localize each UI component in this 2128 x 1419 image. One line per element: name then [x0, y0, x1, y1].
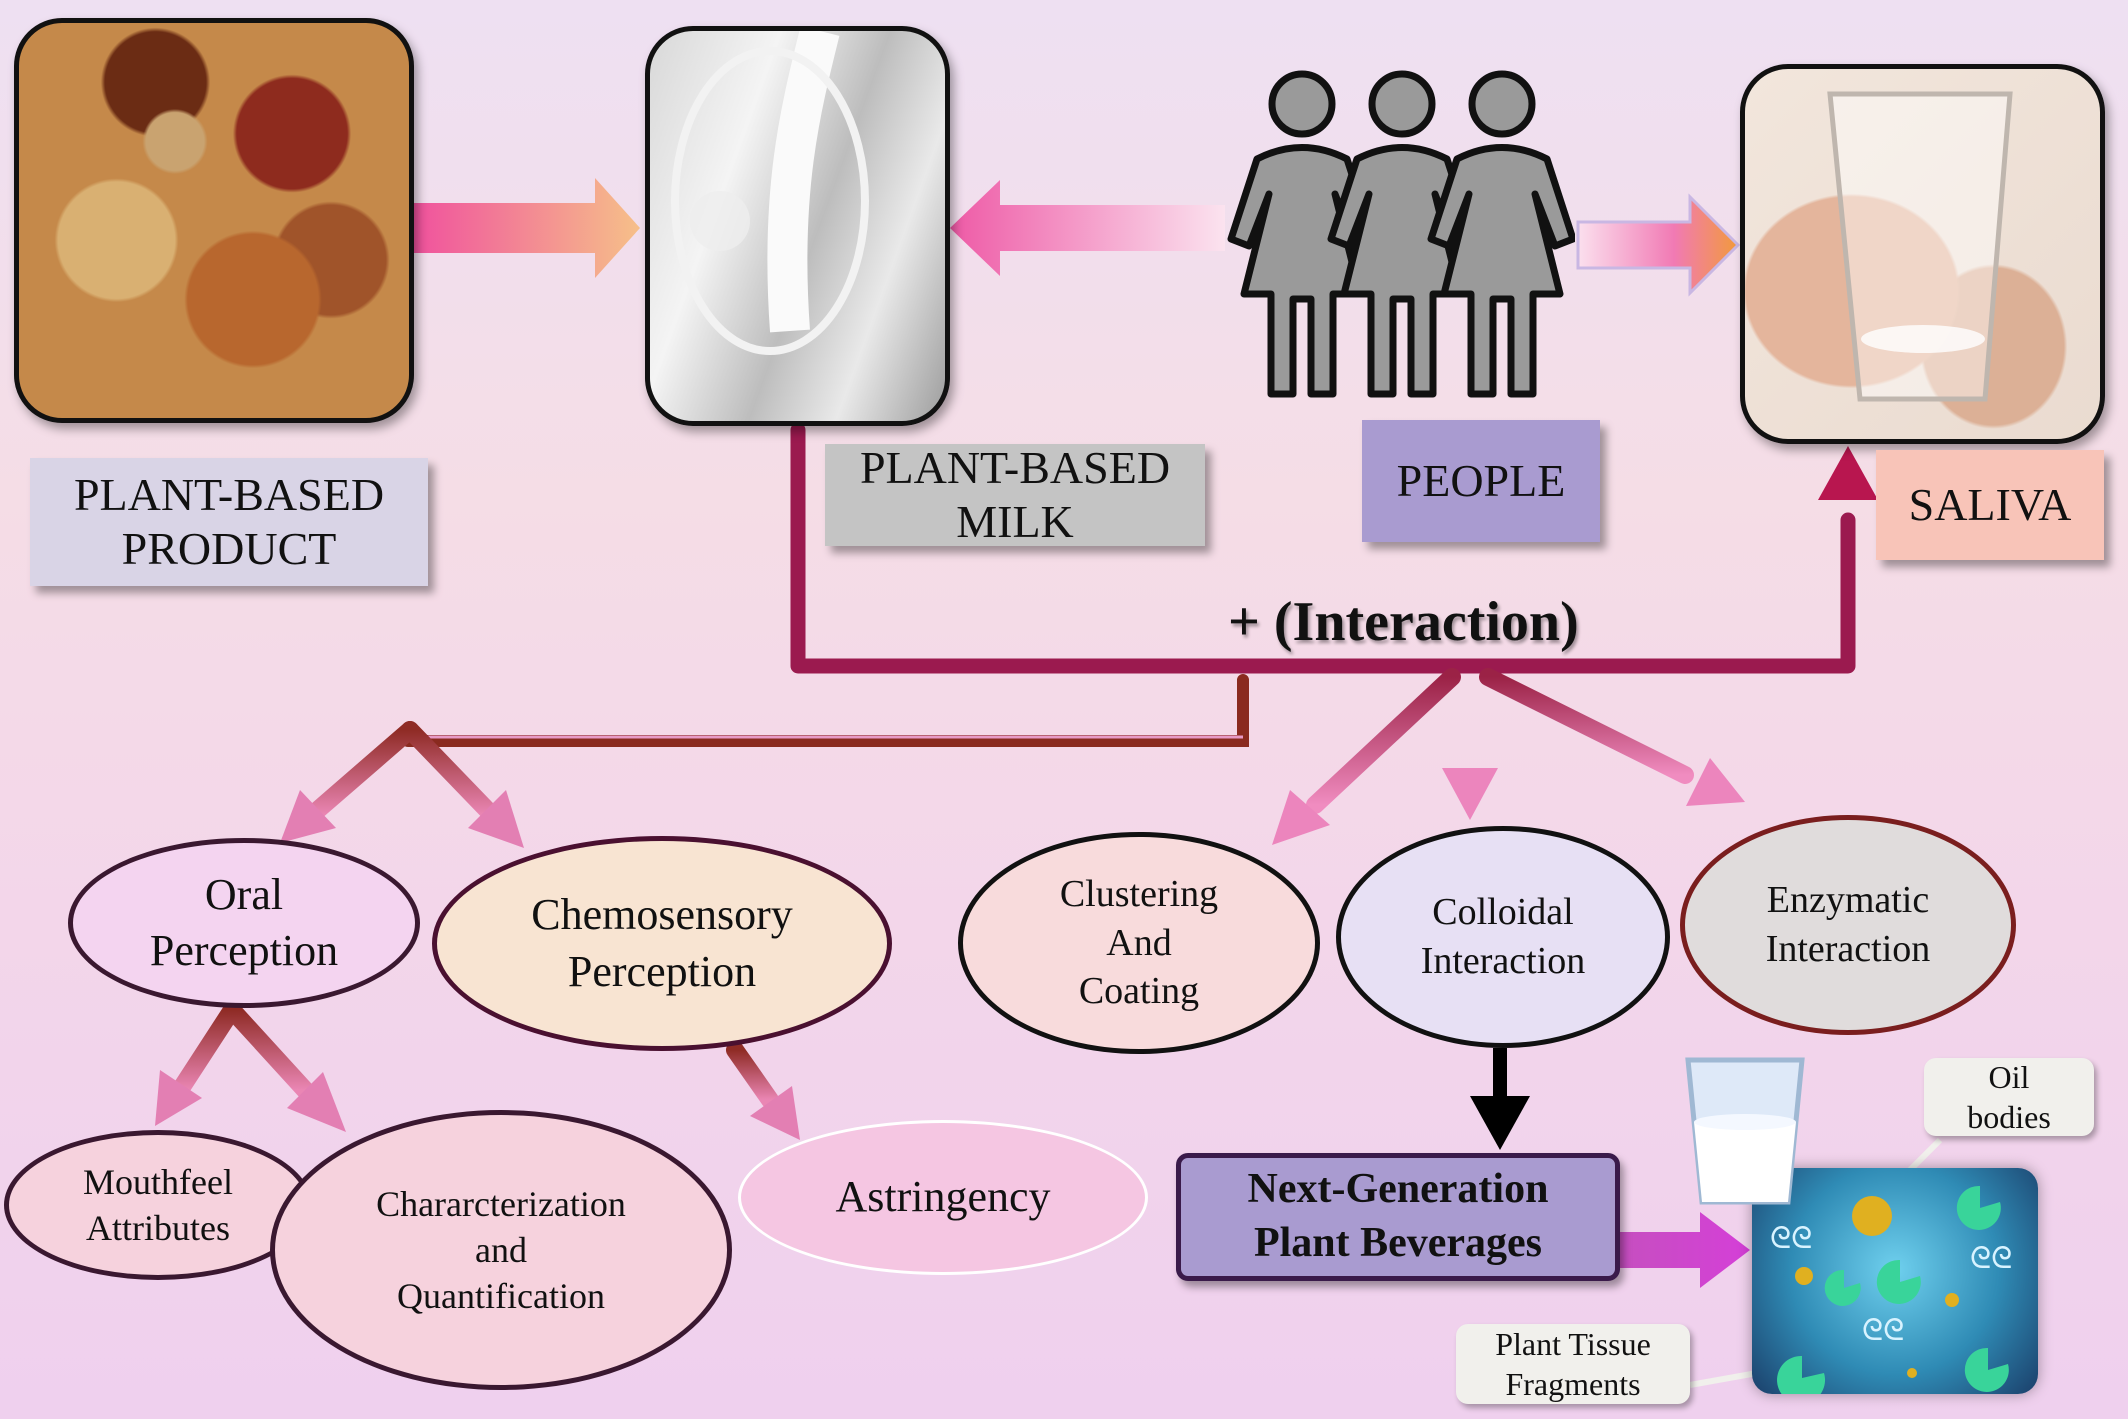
cup-icon: [1827, 91, 2013, 402]
saliva-cup-image: [1740, 64, 2105, 444]
arrow-product-to-milk: [410, 178, 640, 278]
callout-oil-bodies: Oil bodies: [1924, 1058, 2094, 1136]
node-astringency: Astringency: [738, 1120, 1148, 1275]
node-next-generation-beverages: Next-Generation Plant Beverages: [1176, 1153, 1620, 1281]
svg-text:ᘓᘓ: ᘓᘓ: [1970, 1241, 2012, 1276]
node-chemosensory-perception: Chemosensory Perception: [432, 836, 892, 1051]
interaction-connector: [790, 422, 1856, 674]
left-branch-connector: [402, 674, 1249, 747]
node-colloidal-interaction: Colloidal Interaction: [1336, 826, 1670, 1048]
callout-plant-tissue-fragments: Plant Tissue Fragments: [1456, 1324, 1690, 1404]
label-people: PEOPLE: [1362, 420, 1600, 542]
label-plant-based-product: PLANT-BASED PRODUCT: [30, 458, 428, 586]
milk-pour-icon: [671, 31, 869, 355]
nuts-image: [14, 18, 414, 423]
people-icon: [1227, 70, 1575, 398]
label-plant-based-milk: PLANT-BASED MILK: [825, 442, 1205, 547]
svg-text:ᘓᘓ: ᘓᘓ: [1770, 1221, 1812, 1256]
milk-glass-image: [645, 26, 950, 426]
label-saliva: SALIVA: [1876, 450, 2104, 560]
svg-text:ᘓᘓ: ᘓᘓ: [1862, 1313, 1904, 1348]
water-glass-icon: [1685, 1057, 1805, 1205]
interaction-label: + (Interaction): [1228, 591, 1579, 653]
node-characterization-quantification: Chararcterization and Quantification: [270, 1110, 732, 1390]
node-clustering-coating: Clustering And Coating: [958, 832, 1320, 1054]
beverage-structure-illustration: ᘓᘓ ᘓᘓ ᘓᘓ: [1752, 1168, 2038, 1404]
arrow-to-illustration: [1620, 1212, 1750, 1288]
arrow-people-to-saliva: [1576, 193, 1741, 297]
node-mouthfeel-attributes: Mouthfeel Attributes: [4, 1130, 312, 1280]
arrow-people-to-milk: [950, 180, 1225, 276]
particles-icon: ᘓᘓ ᘓᘓ ᘓᘓ: [1770, 1185, 2012, 1404]
node-enzymatic-interaction: Enzymatic Interaction: [1680, 815, 2016, 1035]
node-oral-perception: Oral Perception: [68, 838, 420, 1008]
arrow-to-saliva: [1818, 446, 1878, 500]
